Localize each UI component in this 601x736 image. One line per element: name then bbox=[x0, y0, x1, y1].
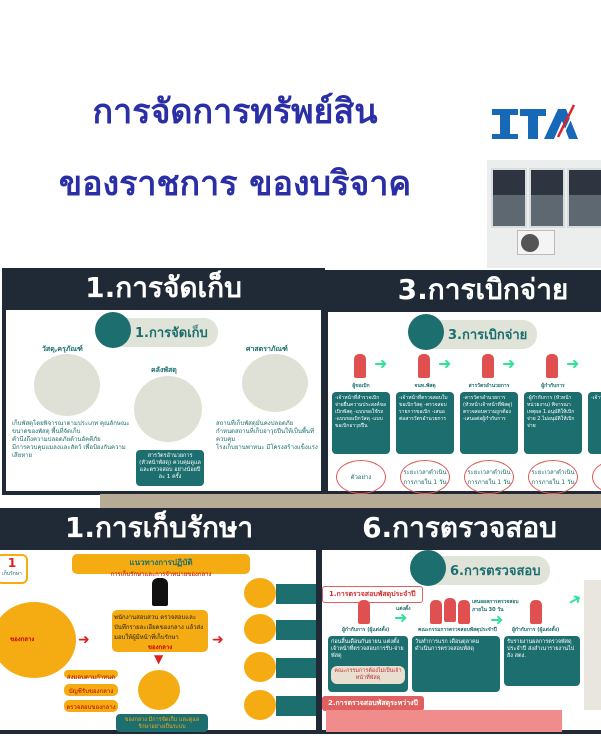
ita-logo bbox=[492, 104, 578, 139]
building-photo bbox=[487, 160, 601, 268]
evidence-circle: ของกลาง bbox=[0, 602, 76, 678]
checklist-icon bbox=[410, 550, 446, 586]
arrow-icon: ➜ bbox=[502, 354, 516, 373]
arrow-icon: ➜ bbox=[212, 632, 224, 648]
section-interim: 2.การตรวจสอบพัสดุระหว่างปี bbox=[322, 696, 425, 711]
flow-label: เสนอผลการตรวจสอบ ภายใน 30 วัน bbox=[472, 599, 519, 613]
bullet: เก็บพัสดุโดยพิจารณาตามประเภท คุณลักษณะ ข… bbox=[12, 420, 130, 435]
step-role: ผู้กำกับการ bbox=[541, 383, 565, 389]
flow-label: แต่งตั้ง bbox=[396, 606, 411, 612]
supplies-icon bbox=[34, 354, 100, 416]
guide-banner: แนวทางการปฏิบัติการเก็บรักษาและการจำหน่า… bbox=[72, 554, 250, 578]
duration-oval: ระยะเวลาดำเนินการภายใน 1 วัน bbox=[528, 460, 578, 494]
step-box: ก่อนสิ้นเดือนกันยายน แต่งตั้งเจ้าหน้าที่… bbox=[328, 636, 408, 692]
page-title-line1: การจัดการทรัพย์สิน bbox=[92, 92, 378, 132]
inner-title: 6.การตรวจสอบ bbox=[410, 550, 551, 586]
duration-oval bbox=[592, 460, 601, 494]
person-icon bbox=[546, 354, 558, 378]
duration-oval: ระยะเวลาดำเนินการภายใน 1 วัน bbox=[464, 460, 514, 494]
bullet: กำหนดสถานที่เก็บอาวุธปืนให้เป็นพื้นที่คว… bbox=[216, 428, 314, 443]
flow-label: ผู้กำกับการ (ผู้แต่งตั้ง) bbox=[512, 627, 560, 633]
arrow-icon: ➜ bbox=[78, 632, 90, 648]
panel-header: 6.การตรวจสอบ bbox=[362, 511, 557, 544]
section-annual: 1.การตรวจสอบพัสดุประจำปี bbox=[322, 586, 423, 603]
label-weapons: ศาสตราภัณฑ์ bbox=[246, 345, 288, 353]
arrow-icon: ➜ bbox=[490, 610, 504, 629]
person-icon bbox=[358, 600, 370, 624]
panel-header: 1.การจัดเก็บ bbox=[85, 271, 242, 304]
panel-header: 1.การเก็บรักษา bbox=[64, 511, 254, 544]
bullet: สถานที่เก็บพัสดุมั่นคงปลอดภัย bbox=[216, 420, 294, 427]
officer-icon bbox=[152, 578, 168, 606]
vehicles-icon bbox=[242, 354, 308, 412]
handover-icon bbox=[408, 314, 444, 350]
panel-header: 3.การเบิกจ่าย bbox=[397, 273, 569, 306]
panel-disbursement: 3.การเบิกจ่าย 3.การเบิกจ่าย ผู้ขอเบิก -เจ… bbox=[325, 270, 601, 495]
bullet: มีการควบคุมแมลงและสัตว์ เพื่อป้องกันความ… bbox=[12, 444, 126, 459]
center-box: พนักงานสอบสวน ตรวจสอบและบันทึกรายละเอียด… bbox=[112, 610, 208, 652]
result-box: ของกลาง มีการจัดเก็บ และดูแลรักษาอย่างเป… bbox=[116, 714, 208, 732]
warehouse-icon bbox=[134, 376, 202, 442]
flow-label: ผู้กำกับการ (ผู้แต่งตั้ง) bbox=[342, 627, 390, 633]
supervisor-box: สารวัตรอำนวยการ (หัวหน้าพัสดุ) ควบคุมดูแ… bbox=[136, 450, 204, 486]
step-box: -สารวัตรอำนวยการ (หัวหน้าเจ้าหน้าที่พัสด… bbox=[460, 392, 518, 454]
money-icon bbox=[244, 690, 276, 720]
duration-oval: ระยะเวลาดำเนินการภายใน 1 วัน bbox=[400, 460, 450, 494]
label-warehouse: คลังพัสดุ bbox=[151, 366, 177, 374]
step-box: -เจ้าหน้าที่จ่ายพัสดุ bbox=[588, 392, 601, 454]
panel-storage: 1.การจัดเก็บ 1.การจัดเก็บ วัสดุ,ครุภัณฑ์… bbox=[2, 268, 325, 495]
interim-details bbox=[326, 710, 562, 732]
step-box: รับรายงานผลการตรวจพัสดุประจำปี ส่งสำเนาร… bbox=[504, 636, 580, 686]
step-role: ผู้ขอเบิก bbox=[352, 383, 370, 389]
step-box: -เจ้าหน้าที่สำรวจเบิกจ่ายยื่นความประสงค์… bbox=[332, 392, 390, 454]
page-title-line2: ของราชการ ของบริจาค bbox=[58, 164, 412, 204]
step-role: สารวัตรอำนวยการ bbox=[468, 383, 510, 389]
inner-title: 3.การเบิกจ่าย bbox=[408, 314, 538, 350]
duration-oval: ตัวอย่าง bbox=[336, 460, 386, 494]
person-icon bbox=[530, 600, 542, 624]
step-box: -เจ้าหน้าที่ตรวจสอบใบขอเบิกวัสดุ -ตรวจสอ… bbox=[396, 392, 454, 454]
step-role: จนท.พัสดุ bbox=[588, 382, 601, 390]
arrow-down-icon: ▼ bbox=[154, 652, 164, 666]
air-conditioner bbox=[517, 230, 555, 255]
person-icon bbox=[430, 600, 442, 624]
warehouse-icon bbox=[95, 312, 131, 348]
document-icon bbox=[244, 652, 276, 682]
sub-box: ส่งมอบตามกำหนด bbox=[64, 670, 118, 681]
panel-inspection: 6.การตรวจสอบ 6.การตรวจสอบ 1.การตรวจสอบพั… bbox=[318, 508, 601, 734]
sub-box: บัญชีรับของกลาง bbox=[64, 684, 118, 696]
step-role: จนท.พัสดุ bbox=[414, 383, 436, 389]
person-icon bbox=[418, 354, 430, 378]
background-photo-strip bbox=[100, 494, 601, 510]
inner-title: 1.การจัดเก็บ bbox=[95, 312, 218, 348]
arrow-icon: ➜ bbox=[394, 608, 408, 627]
person-icon bbox=[444, 598, 456, 622]
arrow-icon: ➜ bbox=[438, 354, 452, 373]
storehouse-icon bbox=[138, 670, 180, 710]
bullet: โรงเก็บยานพาหนะ มีโครงสร้างแข็งแรง bbox=[216, 444, 318, 451]
person-icon bbox=[482, 354, 494, 378]
step-box: -ผู้กำกับการ (หัวหน้าหน่วยงาน) พิจารณาเห… bbox=[524, 392, 582, 454]
sub-box: ตรวจสอบของกลาง bbox=[64, 700, 118, 712]
drugs-icon bbox=[244, 578, 276, 608]
arrow-icon: ➜ bbox=[564, 587, 586, 612]
step-box: วันทำการแรก เดือนตุลาคม ดำเนินการตรวจสอบ… bbox=[412, 636, 500, 692]
flow-label: คณะกรรมการตรวจสอบพัสดุประจำปี bbox=[418, 627, 497, 633]
arrow-icon: ➜ bbox=[374, 354, 388, 373]
arrow-icon: ➜ bbox=[566, 354, 580, 373]
person-icon bbox=[458, 600, 470, 624]
gun-icon bbox=[244, 614, 276, 644]
bullet: คำนึงถึงความปลอดภัยด้านอัคคีภัย bbox=[12, 436, 101, 443]
person-icon bbox=[354, 354, 366, 378]
label-supplies: วัสดุ,ครุภัณฑ์ bbox=[42, 345, 83, 353]
